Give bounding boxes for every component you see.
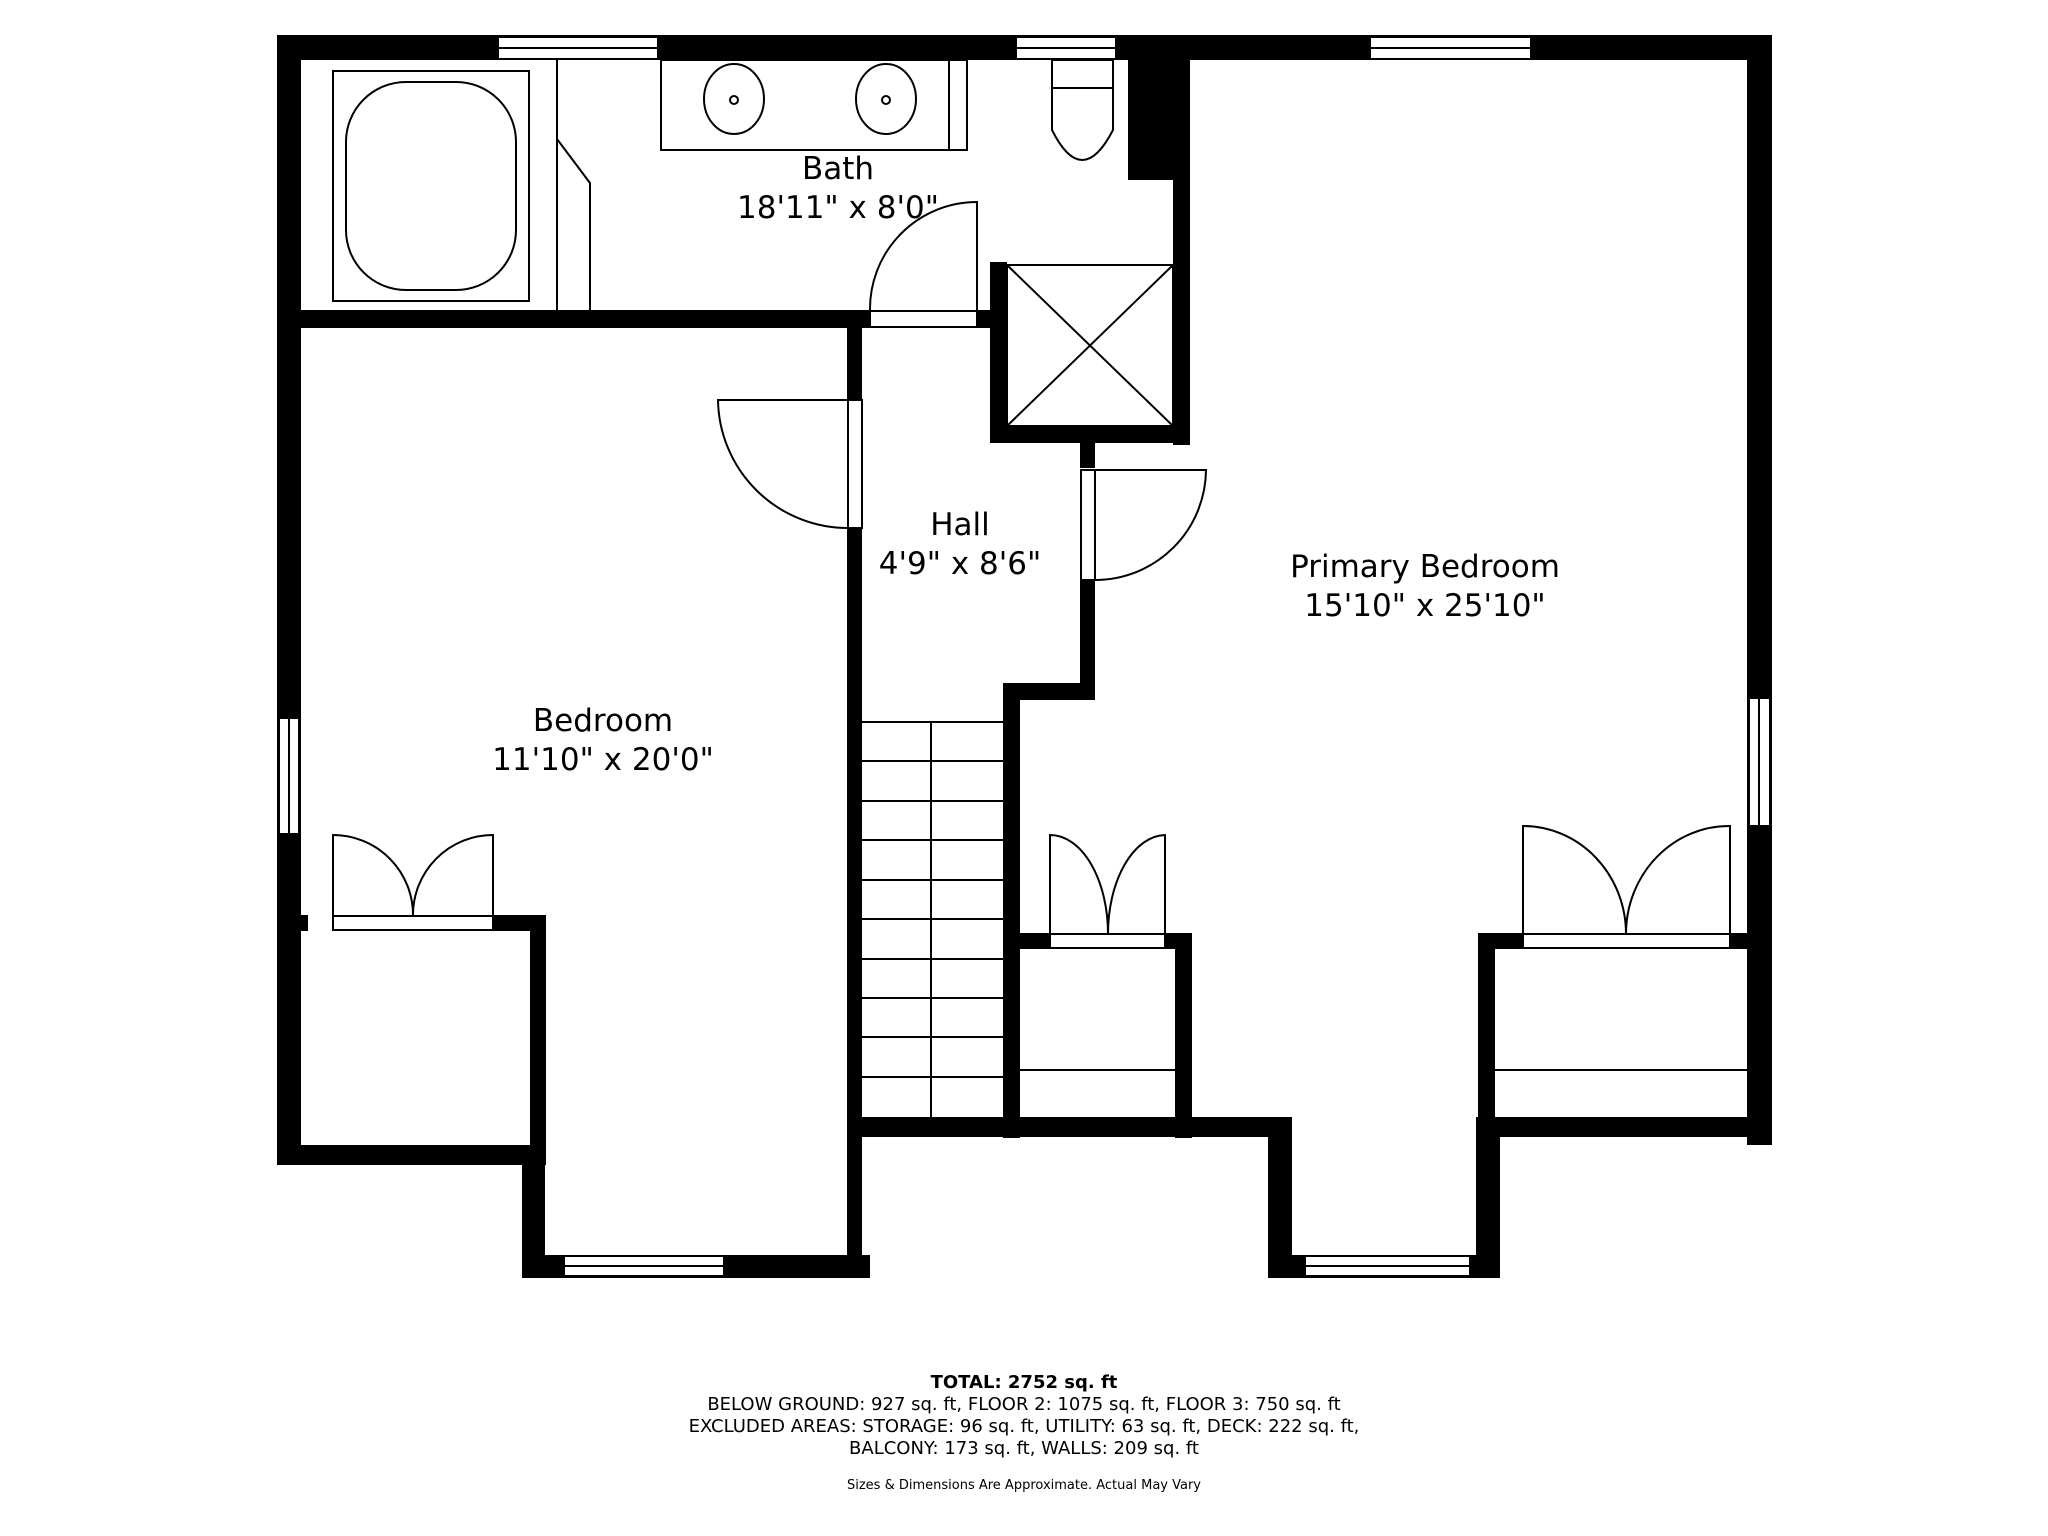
floor-areas: BELOW GROUND: 927 sq. ft, FLOOR 2: 1075 … (707, 1394, 1341, 1415)
primary-door-icon (1094, 469, 1208, 581)
room-dimensions: 4'9" x 8'6" (878, 546, 1042, 582)
floor-plan (277, 35, 1772, 1278)
doors (332, 200, 1731, 949)
fixtures (332, 59, 1747, 1117)
area-summary: TOTAL: 2752 sq. ft BELOW GROUND: 927 sq.… (0, 1372, 2048, 1494)
room-label-primary-bedroom: Primary Bedroom 15'10" x 25'10" (1290, 548, 1560, 626)
sink-icon (855, 63, 917, 135)
walls (277, 35, 1772, 1278)
room-label-bedroom: Bedroom 11'10" x 20'0" (492, 702, 714, 780)
windows (278, 36, 1771, 1277)
shower-icon (1006, 264, 1174, 427)
room-name: Bath (801, 151, 875, 187)
disclaimer: Sizes & Dimensions Are Approximate. Actu… (846, 1478, 1201, 1493)
vanity-icon (660, 59, 968, 151)
bedroom-door-icon (716, 399, 849, 529)
sink-icon (703, 63, 765, 135)
room-name: Bedroom (532, 703, 674, 739)
bathtub-icon (332, 70, 530, 302)
room-dimensions: 18'11" x 8'0" (737, 190, 939, 226)
room-dimensions: 11'10" x 20'0" (492, 742, 714, 778)
room-label-bath: Bath 18'11" x 8'0" (737, 150, 939, 228)
total-area: TOTAL: 2752 sq. ft (930, 1372, 1118, 1393)
closet-door-icon (332, 833, 494, 917)
stairs-icon (862, 721, 1003, 1117)
closet-door-icon (1522, 824, 1731, 935)
excluded-areas-cont: BALCONY: 173 sq. ft, WALLS: 209 sq. ft (849, 1438, 1199, 1459)
closet-door-icon (1049, 833, 1166, 935)
bath-door-icon (868, 200, 978, 312)
room-label-hall: Hall 4'9" x 8'6" (879, 506, 1042, 584)
excluded-areas: EXCLUDED AREAS: STORAGE: 96 sq. ft, UTIL… (688, 1416, 1360, 1437)
room-dimensions: 15'10" x 25'10" (1304, 588, 1546, 624)
room-name: Hall (930, 507, 990, 543)
toilet-icon (1051, 59, 1114, 89)
room-name: Primary Bedroom (1290, 549, 1560, 585)
